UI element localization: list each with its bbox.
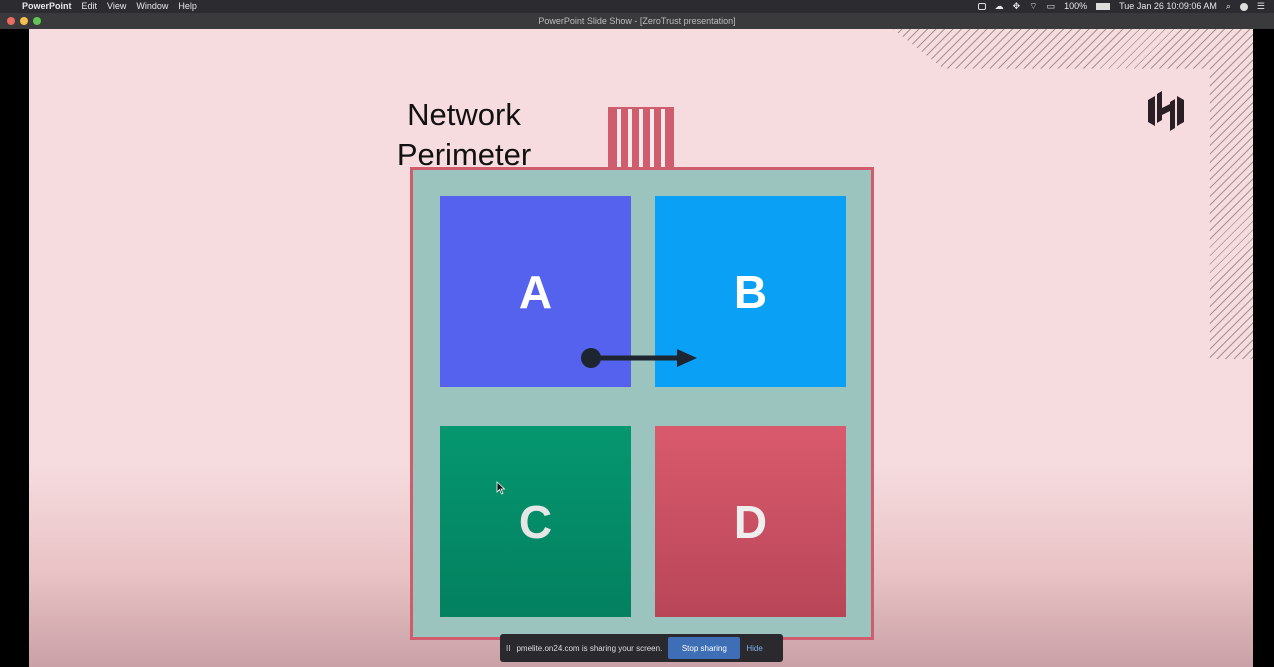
zone-c: C <box>440 426 631 617</box>
spotlight-search-icon[interactable]: ⌕ <box>1225 1 1231 11</box>
hashicorp-logo-icon <box>1148 91 1184 131</box>
zone-a-label: A <box>518 265 553 318</box>
zoom-status-icon[interactable] <box>977 3 986 10</box>
wifi-icon[interactable]: ⌔ <box>1029 1 1038 11</box>
mouse-pointer-icon <box>496 481 506 495</box>
zone-c-label: C <box>518 495 553 548</box>
sharing-message: pmelite.on24.com is sharing your screen. <box>516 643 663 653</box>
slide-title: Network Perimeter <box>384 95 544 175</box>
close-window-button[interactable] <box>7 17 15 25</box>
menu-bar: PowerPoint Edit View Window Help ☁ ✥ ⌔ ▭… <box>0 0 1274 13</box>
user-avatar-icon[interactable] <box>1239 2 1248 11</box>
slide[interactable]: Network Perimeter A B C D <box>29 29 1253 667</box>
status-area: ☁ ✥ ⌔ ▭ 100% Tue Jan 26 10:09:06 AM ⌕ ☰ <box>977 0 1274 13</box>
menu-help[interactable]: Help <box>178 1 197 11</box>
slide-title-line-1: Network <box>407 97 521 132</box>
settings-icon[interactable]: ✥ <box>1012 1 1021 11</box>
control-center-icon[interactable]: ☰ <box>1256 1 1265 11</box>
pause-icon[interactable]: II <box>506 643 511 653</box>
menu-edit[interactable]: Edit <box>81 1 98 11</box>
window-title: PowerPoint Slide Show - [ZeroTrust prese… <box>538 16 736 26</box>
screen-sharing-bar: II pmelite.on24.com is sharing your scre… <box>500 634 783 662</box>
menu-window[interactable]: Window <box>136 1 169 11</box>
minimize-window-button[interactable] <box>20 17 28 25</box>
zone-d-label: D <box>733 495 768 548</box>
perimeter-gateway <box>608 107 674 169</box>
battery-icon[interactable] <box>1096 3 1111 10</box>
airplay-icon[interactable]: ▭ <box>1046 1 1056 11</box>
zoom-window-button[interactable] <box>33 17 41 25</box>
zone-d: D <box>655 426 846 617</box>
clock[interactable]: Tue Jan 26 10:09:06 AM <box>1119 1 1217 11</box>
battery-percent: 100% <box>1064 1 1088 11</box>
zone-b-label: B <box>733 265 768 318</box>
network-perimeter: A B C D <box>410 167 874 640</box>
menu-app-powerpoint[interactable]: PowerPoint <box>22 1 72 11</box>
window-title-bar: PowerPoint Slide Show - [ZeroTrust prese… <box>0 13 1274 29</box>
traffic-flow-arrow-icon <box>581 348 697 368</box>
slide-title-line-2: Perimeter <box>396 137 532 172</box>
hatch-decoration <box>893 29 1253 359</box>
menu-view[interactable]: View <box>107 1 127 11</box>
stop-sharing-button[interactable]: Stop sharing <box>668 637 741 659</box>
hide-button[interactable]: Hide <box>746 643 763 653</box>
docker-icon[interactable]: ☁ <box>994 1 1004 11</box>
